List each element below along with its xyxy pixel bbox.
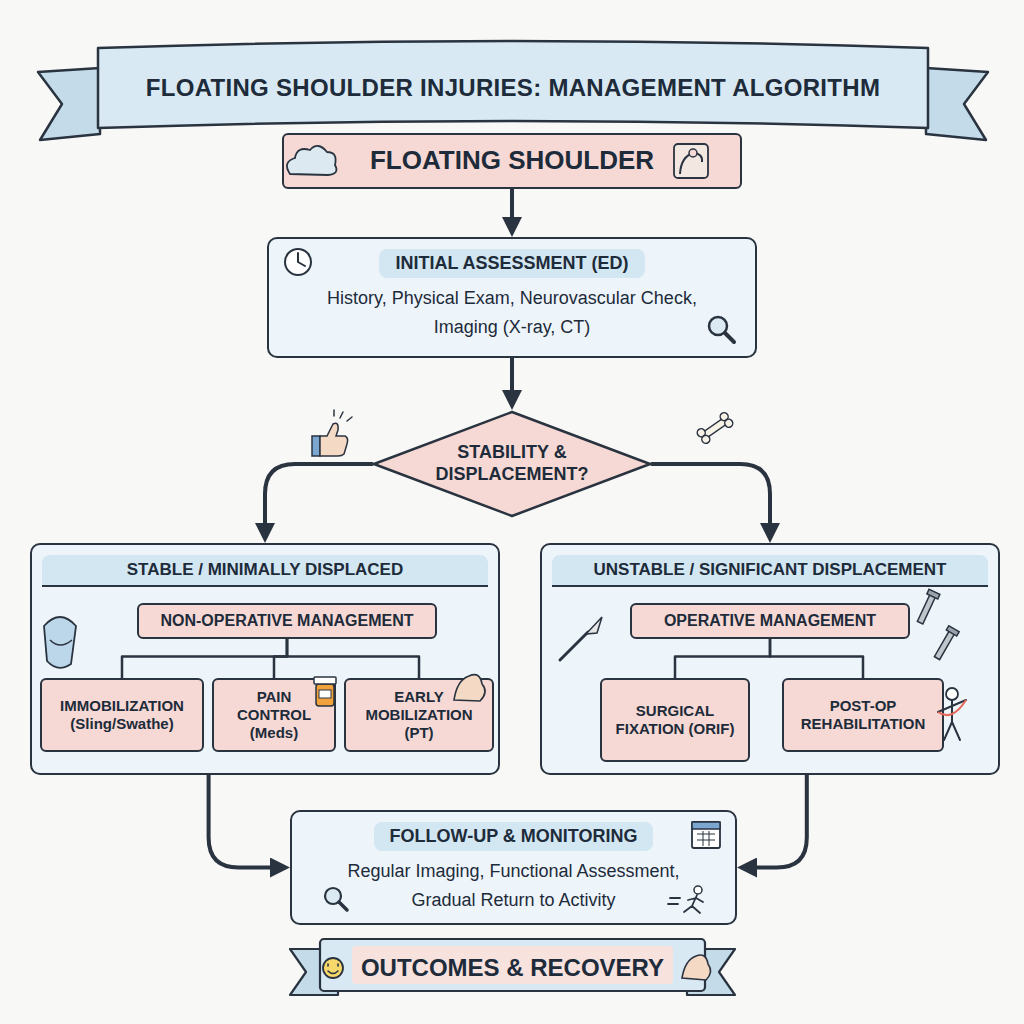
box-label: OUTCOMES & RECOVERY <box>361 954 664 983</box>
treatment-box: SURGICAL FIXATION (ORIF) <box>600 678 750 762</box>
outcome-banner: OUTCOMES & RECOVERY <box>290 935 735 1001</box>
branch-box: STABLE / MINIMALLY DISPLACED NON-OPERATIV… <box>30 543 500 775</box>
box-heading: UNSTABLE / SIGNIFICANT DISPLACEMENT <box>552 555 988 587</box>
treatment-box: IMMOBILIZATION (Sling/Swathe) <box>40 678 204 752</box>
treatment-box: PAIN CONTROL (Meds) <box>212 678 336 752</box>
box-label: FLOATING SHOULDER <box>370 145 654 176</box>
box-heading: FOLLOW-UP & MONITORING <box>374 822 654 851</box>
connector-arrow <box>510 189 514 231</box>
decision-diamond: STABILITY & DISPLACEMENT? <box>372 410 652 518</box>
box-label: IMMOBILIZATION (Sling/Swathe) <box>50 697 194 733</box>
connector-arrow <box>265 464 372 537</box>
box-label: PAIN CONTROL (Meds) <box>222 688 326 742</box>
start-box: FLOATING SHOULDER <box>282 133 742 189</box>
treatment-box: EARLY MOBILIZATION (PT) <box>344 678 494 752</box>
ribbon-tail <box>926 68 988 140</box>
ribbon-tail <box>38 68 100 140</box>
thumbs-up-icon <box>320 423 348 456</box>
process-box: FOLLOW-UP & MONITORINGRegular Imaging, F… <box>290 810 737 925</box>
connector-arrow <box>209 775 284 868</box>
box-label: NON-OPERATIVE MANAGEMENT <box>160 611 413 630</box>
box-heading: STABLE / MINIMALLY DISPLACED <box>42 555 488 587</box>
bone-end <box>723 418 734 429</box>
management-box: OPERATIVE MANAGEMENT <box>630 603 910 639</box>
connector-arrow <box>652 464 770 537</box>
ribbon-body <box>98 41 928 128</box>
bone-end <box>719 411 730 422</box>
box-label: SURGICAL FIXATION (ORIF) <box>610 702 740 738</box>
bone-shaft <box>702 418 727 439</box>
connector-arrow <box>743 775 807 868</box>
ribbon-body <box>320 939 705 991</box>
box-label: STABILITY & DISPLACEMENT? <box>417 442 607 485</box>
bone-icon <box>696 411 735 445</box>
process-box: INITIAL ASSESSMENT (ED)History, Physical… <box>267 237 757 358</box>
connector-arrow <box>510 358 514 404</box>
box-heading: INITIAL ASSESSMENT (ED) <box>379 249 644 278</box>
box-label: POST-OP REHABILITATION <box>792 697 934 733</box>
box-label: OPERATIVE MANAGEMENT <box>664 611 876 630</box>
diamond-shape <box>374 412 650 516</box>
box-body-text: Regular Imaging, Functional Assessment, … <box>292 851 735 915</box>
treatment-box: POST-OP REHABILITATION <box>782 678 944 752</box>
branch-box: UNSTABLE / SIGNIFICANT DISPLACEMENT OPERA… <box>540 543 1000 775</box>
thumb-cuff <box>312 436 320 456</box>
bone-end <box>700 434 711 445</box>
management-box: NON-OPERATIVE MANAGEMENT <box>137 603 437 639</box>
diagram-title: FLOATING SHOULDER INJURIES: MANAGEMENT A… <box>98 66 928 110</box>
bone-end <box>696 427 707 438</box>
box-body-text: History, Physical Exam, Neurovascular Ch… <box>269 278 755 342</box>
box-label: EARLY MOBILIZATION (PT) <box>354 688 484 742</box>
spark-lines <box>334 410 352 421</box>
ribbon-inner <box>352 946 673 984</box>
